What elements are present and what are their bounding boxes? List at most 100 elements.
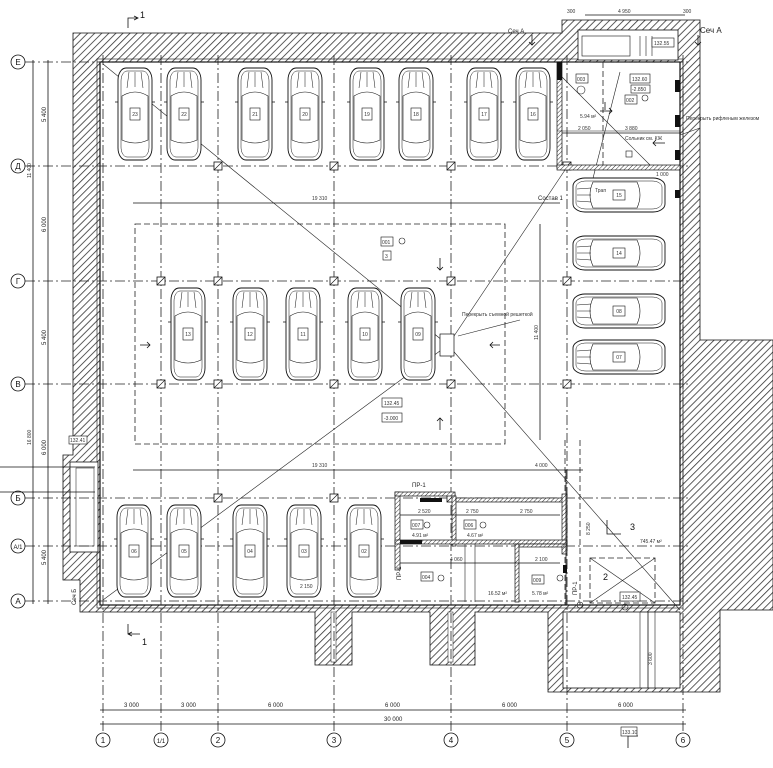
svg-text:Б: Б — [15, 494, 20, 503]
level-parking: 132.45 — [384, 401, 400, 407]
parking-space-number: 04 — [247, 549, 253, 555]
axis-bubble-D: Д — [10, 158, 26, 174]
parking-space: 10 — [345, 287, 385, 381]
dim-bottom-6: 6 000 — [618, 703, 634, 709]
parking-space-number: 12 — [247, 332, 253, 338]
dim-3600: 3 600 — [648, 652, 654, 665]
room-004: 004 — [422, 575, 431, 581]
section-mark-1-top: 1 — [140, 10, 145, 20]
note-pr1-a: ПР-1 — [412, 483, 426, 489]
axis-bubble-B: Б — [10, 490, 26, 506]
parking-space: 02 — [344, 504, 384, 598]
parking-space: 09 — [398, 287, 438, 381]
svg-text:2: 2 — [216, 736, 221, 745]
svg-text:Д: Д — [15, 162, 21, 171]
svg-text:1/1: 1/1 — [157, 739, 166, 745]
svg-text:Г: Г — [16, 277, 21, 286]
level-stair-mid: 132.60 — [632, 77, 648, 83]
parking-space-number: 03 — [301, 549, 307, 555]
svg-text:6: 6 — [681, 736, 686, 745]
area-001: 745.47 м² — [640, 539, 662, 545]
room-007: 007 — [412, 523, 421, 529]
parking-space-number: 08 — [616, 309, 622, 315]
axis-bubble-3: 3 — [326, 732, 342, 748]
dim-left-total-lower: 16 800 — [27, 429, 33, 445]
svg-text:В: В — [15, 380, 20, 389]
dim-2050: 2 050 — [578, 126, 591, 132]
level-stair-top: 132.55 — [654, 41, 670, 47]
section-mark-b: Сеч Б — [72, 589, 78, 605]
section-mark-3: 3 — [630, 522, 635, 532]
level-parking-rel: -3.000 — [384, 416, 398, 422]
parking-space: 22 — [164, 67, 204, 161]
parking-space: 18 — [396, 67, 436, 161]
level-stair-rel: -2.850 — [632, 87, 646, 93]
dim-19310-lower: 19 310 — [312, 463, 328, 469]
parking-space: 20 — [285, 67, 325, 161]
parking-space-number: 09 — [415, 332, 421, 338]
parking-space-number: 02 — [361, 549, 367, 555]
axis-bubble-V: В — [10, 376, 26, 392]
annotations: 1 1 Сеч А Сеч А Сеч Б 3 2 Перекрыть съем… — [72, 10, 760, 647]
room-009: 009 — [533, 578, 542, 584]
area-004: 16.52 м² — [488, 591, 507, 597]
parking-space: 19 — [347, 67, 387, 161]
parking-space-number: 16 — [530, 112, 536, 118]
svg-text:4: 4 — [449, 736, 454, 745]
parking-space: 15 — [572, 177, 666, 213]
dim-2520: 2 520 — [418, 509, 431, 515]
axis-bubble-A1: А/1 — [10, 538, 26, 554]
parking-space: 21 — [235, 67, 275, 161]
parking-space-number: 19 — [364, 112, 370, 118]
dim-left-2: 6 000 — [42, 216, 48, 232]
parking-space-number: 07 — [616, 355, 622, 361]
dim-bottom-4: 6 000 — [385, 703, 401, 709]
parking-space-number: 05 — [181, 549, 187, 555]
dim-8250: 8 250 — [586, 522, 592, 535]
axis-bubble-A: А — [10, 593, 26, 609]
parking-space-number: 17 — [481, 112, 487, 118]
dim-11400: 11 400 — [534, 325, 540, 340]
svg-text:3: 3 — [332, 736, 337, 745]
parking-space: 11 — [283, 287, 323, 381]
parking-space: 23 — [115, 67, 155, 161]
parking-space: 03 — [284, 504, 324, 598]
dim-3880: 3 880 — [625, 126, 638, 132]
section-mark-a-right: Сеч А — [700, 26, 722, 35]
room-003: 003 — [577, 77, 586, 83]
svg-text:1: 1 — [101, 736, 106, 745]
dimension-lines — [0, 14, 702, 748]
level-ramp-top: 133.10 — [622, 730, 638, 736]
parking-space: 12 — [230, 287, 270, 381]
parking-space-number: 06 — [131, 549, 137, 555]
dim-1000: 1 000 — [656, 172, 669, 178]
svg-text:А: А — [15, 597, 21, 606]
axis-bubble-5: 5 — [559, 732, 575, 748]
dim-2100: 2 100 — [535, 557, 548, 563]
parking-space-number: 20 — [302, 112, 308, 118]
room-labels: 001 3 002 003 004 006 007 009 5.94 м² 4.… — [68, 37, 675, 737]
stair-room — [556, 61, 681, 198]
axis-bubble-1: 1 — [95, 732, 111, 748]
parking-space: 17 — [464, 67, 504, 161]
dim-top-3: 300 — [683, 9, 692, 15]
note-sump: Сольник см. КЖ — [625, 136, 663, 142]
axis-bubble-4: 4 — [443, 732, 459, 748]
parking-space-number: 22 — [181, 112, 187, 118]
dim-bottom-total: 30 000 — [384, 717, 403, 723]
axis-labels: 1 1/1 2 3 4 5 6 Е Д Г В Б А/1 А — [10, 54, 691, 748]
dim-4060: 4 060 — [450, 557, 463, 563]
parking-space: 13 — [168, 287, 208, 381]
axis-bubble-G: Г — [10, 273, 26, 289]
level-left-exit: 132.41 — [70, 438, 86, 444]
parking-space-number: 18 — [413, 112, 419, 118]
dimension-texts: 3 000 3 000 6 000 6 000 6 000 6 000 30 0… — [27, 9, 692, 723]
parking-space: 07 — [572, 339, 666, 375]
area-006: 4.67 м² — [467, 533, 484, 539]
dim-top-2: 4 950 — [618, 9, 631, 15]
note-grate: Перекрыть съемной решеткой — [462, 311, 533, 318]
note-pr1-b: ПР-1 — [397, 566, 403, 580]
dim-bottom-5: 6 000 — [502, 703, 518, 709]
